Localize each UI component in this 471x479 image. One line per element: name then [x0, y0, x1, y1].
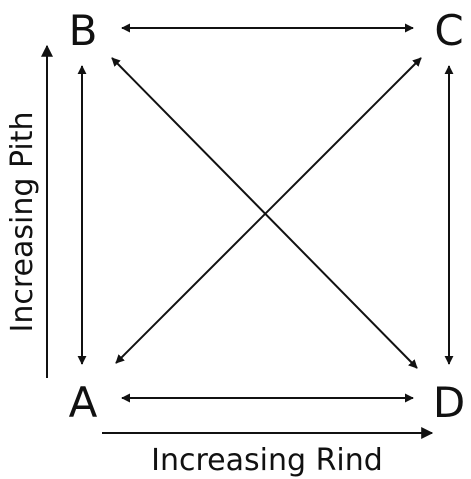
- edge-b-d-arrow: [111, 57, 418, 369]
- horizontal-axis-label: Increasing Rind: [151, 443, 383, 478]
- node-a-label: A: [69, 378, 98, 427]
- node-b-label: B: [69, 6, 98, 55]
- vertical-axis-label: Increasing Pith: [5, 112, 40, 333]
- node-c-label: C: [434, 6, 463, 55]
- edge-a-c-arrow: [115, 57, 422, 364]
- node-d-label: D: [433, 378, 465, 427]
